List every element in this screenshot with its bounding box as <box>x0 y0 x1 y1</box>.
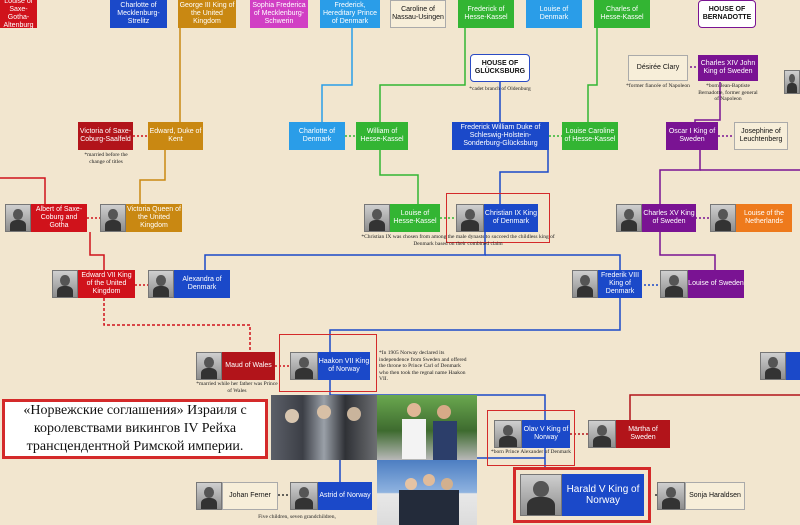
note-glucksburg: *cadet branch of Oldenburg <box>469 86 531 92</box>
person-charlotte-mecklenburg[interactable]: Charlotte of Mecklenburg-Strelitz <box>110 0 167 28</box>
person-louise-netherlands[interactable]: Louise of the Netherlands <box>736 204 792 232</box>
highlight-haakon-vii <box>279 334 377 392</box>
note-astrid: Five children, seven grandchildren, <box>258 514 336 520</box>
person-martha[interactable]: Märtha of Sweden <box>616 420 670 448</box>
highlight-christian-ix <box>446 193 550 243</box>
person-charles-hessekassel[interactable]: Charles of Hesse-Kassel <box>594 0 650 28</box>
portrait-astrid <box>290 482 318 510</box>
portrait-olav-v <box>494 420 522 448</box>
person-olav-v[interactable]: Olav V King of Norway <box>522 420 570 448</box>
person-victoria-saxe[interactable]: Victoria of Saxe-Coburg-Saalfeld <box>78 122 133 150</box>
person-frederick-hessekassel[interactable]: Frederick of Hesse-Kassel <box>458 0 514 28</box>
portrait-albert <box>5 204 31 232</box>
person-frederick-denmark[interactable]: Frederick, Hereditary Prince of Denmark <box>320 0 380 28</box>
person-maud[interactable]: Maud of Wales <box>222 352 275 380</box>
person-frederick-william[interactable]: Frederick William Duke of Schleswig-Hols… <box>452 122 549 150</box>
portrait-victoria <box>100 204 126 232</box>
person-charlotte-denmark[interactable]: Charlotte of Denmark <box>289 122 345 150</box>
line-kent-to-victoria <box>139 150 166 204</box>
portrait-louise-netherlands <box>710 204 736 232</box>
person-harald-v[interactable]: Harald V King of Norway <box>562 474 644 516</box>
portrait-charles-xv <box>616 204 642 232</box>
person-victoria-queen[interactable]: Victoria Queen of the United Kingdom <box>126 204 182 232</box>
person-sophia-frederica[interactable]: Sophia Frederica of Mecklenburg-Schwerin <box>250 0 308 28</box>
person-sonja[interactable]: Sonja Haraldsen <box>685 482 745 510</box>
note-christian-ix: *Christian IX was chosen from among the … <box>361 234 555 247</box>
news-photo-whitehouse <box>377 460 477 525</box>
person-edward-kent[interactable]: Edward, Duke of Kent <box>148 122 203 150</box>
portrait-louise-sweden <box>660 270 688 298</box>
note-victoria-saxe: *married before the change of titles <box>84 152 128 165</box>
portrait-alexandra <box>148 270 174 298</box>
note-olav-v: *born Prince Alexander of Denmark <box>490 449 572 455</box>
portrait-edward-vii <box>52 270 78 298</box>
portrait-edge-right <box>784 70 800 94</box>
portrait-haakon-vii <box>290 352 318 380</box>
person-edge-right <box>786 352 800 380</box>
line-charles-to-louise-caroline <box>587 28 598 122</box>
person-haakon-vii[interactable]: Haakon VII King of Norway <box>318 352 370 380</box>
portrait-harald-v <box>520 474 562 516</box>
note-maud: *married while her father was Prince of … <box>196 381 278 394</box>
note-haakon-vii: *In 1905 Norway declared its independenc… <box>379 350 467 382</box>
person-frederik-viii[interactable]: Frederik VIII King of Denmark <box>598 270 642 298</box>
note-desiree: *former fiancée of Napoleon <box>626 83 690 89</box>
news-photo-meeting <box>271 395 377 460</box>
portrait-christian-ix <box>456 204 484 232</box>
person-johan-ferner[interactable]: Johan Ferner <box>222 482 278 510</box>
line-christian-to-alexandra <box>204 232 486 270</box>
line-albert-to-edward7 <box>89 232 105 270</box>
news-photo-handshake <box>377 395 477 460</box>
line-oscar-to-charles15 <box>659 150 701 204</box>
person-caroline-nassau[interactable]: Caroline of Nassau-Usingen <box>390 0 446 28</box>
person-william-hessekassel[interactable]: William of Hesse-Kassel <box>356 122 408 150</box>
person-desiree[interactable]: Désirée Clary <box>628 55 688 81</box>
highlight-harald-v <box>513 467 651 523</box>
line-edward7-to-maud <box>103 298 251 352</box>
highlight-olav-v <box>487 410 575 466</box>
person-louise-caroline[interactable]: Louise Caroline of Hesse-Kassel <box>562 122 618 150</box>
person-alexandra[interactable]: Alexandra of Denmark <box>174 270 230 298</box>
person-charles-xiv[interactable]: Charles XIV John King of Sweden <box>698 55 758 81</box>
person-christian-ix[interactable]: Christian IX King of Denmark <box>484 204 538 232</box>
portrait-martha <box>588 420 616 448</box>
line-red-left <box>0 177 46 204</box>
portrait-louise-hesse <box>364 204 390 232</box>
portrait-maud <box>196 352 222 380</box>
line-charles15-to-louise-sweden <box>659 232 716 272</box>
house-glucksburg: HOUSE OF GLÜCKSBURG <box>470 54 530 82</box>
line-martha <box>629 394 800 420</box>
line-frederick-to-charlotte <box>321 28 353 122</box>
person-louise-hessekassel[interactable]: Louise of Hesse-Kassel <box>390 204 440 232</box>
portrait-johan-ferner <box>196 482 222 510</box>
line-charles14-to-oscar <box>694 82 721 122</box>
portrait-edge-right-2 <box>760 352 786 380</box>
person-louise-denmark[interactable]: Louise of Denmark <box>526 0 582 28</box>
line-christian-to-frederik <box>485 254 621 270</box>
line-william-to-louise <box>379 150 419 204</box>
house-bernadotte: HOUSE OF BERNADOTTE <box>698 0 756 28</box>
person-edward-vii[interactable]: Edward VII King of the United Kingdom <box>78 270 135 298</box>
line-frederick-hesse-to-william <box>379 28 466 122</box>
person-albert[interactable]: Albert of Saxe-Coburg and Gotha <box>31 204 87 232</box>
person-oscar-i[interactable]: Oscar I King of Sweden <box>666 122 718 150</box>
note-charles-xiv: *born Jean-Baptiste Bernadotte, former g… <box>698 83 758 102</box>
line-fw-to-christian <box>499 148 549 204</box>
person-charles-xv[interactable]: Charles XV King of Sweden <box>642 204 696 232</box>
portrait-sonja <box>657 482 685 510</box>
person-josephine[interactable]: Josephine of Leuchtenberg <box>734 122 788 150</box>
portrait-frederik-viii <box>572 270 598 298</box>
person-astrid[interactable]: Astrid of Norway <box>318 482 372 510</box>
line-frederik-to-haakon <box>329 298 621 352</box>
person-louise-gotha[interactable]: Louise of Saxe-Gotha-Altenburg <box>0 0 37 29</box>
person-george-iii[interactable]: George III King of the United Kingdom <box>178 0 236 28</box>
person-louise-sweden[interactable]: Louise of Sweden <box>688 270 744 298</box>
caption-box: «Норвежские соглашения» Израиля с короле… <box>2 399 268 459</box>
